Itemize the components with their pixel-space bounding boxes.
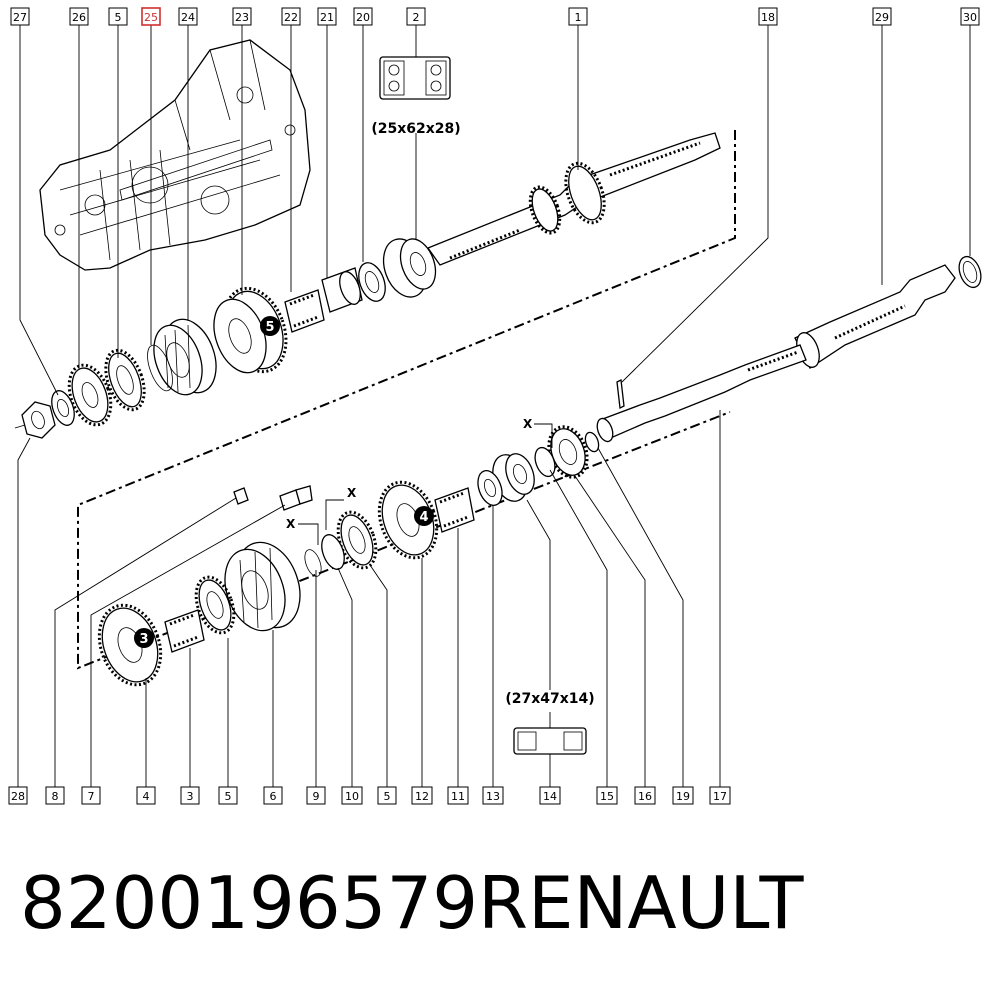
bearing-detail-bottom: (27x47x14)	[505, 691, 595, 755]
callout-18: 18	[761, 11, 775, 24]
callout-30: 30	[963, 11, 977, 24]
callout-9: 9	[313, 790, 320, 803]
callout-5: 5	[225, 790, 232, 803]
bearing-size-label: (27x47x14)	[505, 691, 594, 707]
output-shaft-assembly: 4 3	[97, 255, 982, 687]
callout-24: 24	[181, 11, 195, 24]
callout-3: 3	[187, 790, 194, 803]
leader-lines	[17, 25, 971, 787]
gear-badge-4: 4	[419, 510, 428, 525]
callout-27: 27	[13, 11, 27, 24]
callout-10: 10	[345, 790, 359, 803]
callout-17: 17	[713, 790, 727, 803]
bearing-detail-top: (25x62x28)	[371, 56, 461, 137]
callout-22: 22	[284, 11, 298, 24]
gear-badge-3: 3	[139, 632, 148, 647]
callout-26: 26	[72, 11, 86, 24]
callout-2: 2	[413, 11, 420, 24]
callout-29: 29	[875, 11, 889, 24]
bearing-size-label: (25x62x28)	[371, 121, 460, 137]
callout-5: 5	[115, 11, 122, 24]
upper-shaft-assembly: 5	[14, 132, 721, 439]
brand-name: RENAULT	[478, 861, 804, 945]
callout-14: 14	[543, 790, 557, 803]
callout-19: 19	[676, 790, 690, 803]
exploded-gearbox-diagram: 5	[8, 7, 982, 805]
part-number: 8200196579	[20, 861, 479, 945]
shim-mark-x: X	[347, 486, 357, 500]
callout-28: 28	[11, 790, 25, 803]
callout-15: 15	[600, 790, 614, 803]
bottom-callouts: 28 8 7 4 3 5 6 9 10 5 12 11 13 14 15 16 …	[8, 786, 731, 805]
callout-8: 8	[52, 790, 59, 803]
callout-25-highlighted: 25	[144, 11, 158, 24]
shim-mark-x: X	[286, 517, 296, 531]
callout-21: 21	[320, 11, 334, 24]
callout-7: 7	[88, 790, 95, 803]
callout-12: 12	[415, 790, 429, 803]
shim-mark-x: X	[523, 417, 533, 431]
callout-16: 16	[638, 790, 652, 803]
callout-4: 4	[143, 790, 150, 803]
callout-11: 11	[451, 790, 465, 803]
gearbox-housing-illustration	[39, 39, 311, 271]
footer: 8200196579 RENAULT	[20, 858, 980, 958]
callout-20: 20	[356, 11, 370, 24]
callout-5: 5	[384, 790, 391, 803]
callout-1: 1	[575, 11, 582, 24]
top-callouts: 27 26 5 25 24 23 22 21 20 2 1 18 29 30	[10, 7, 980, 26]
shim-marks: X X X	[286, 417, 553, 545]
callout-13: 13	[486, 790, 500, 803]
callout-23: 23	[235, 11, 249, 24]
gear-badge-5: 5	[265, 320, 274, 335]
callout-6: 6	[270, 790, 277, 803]
